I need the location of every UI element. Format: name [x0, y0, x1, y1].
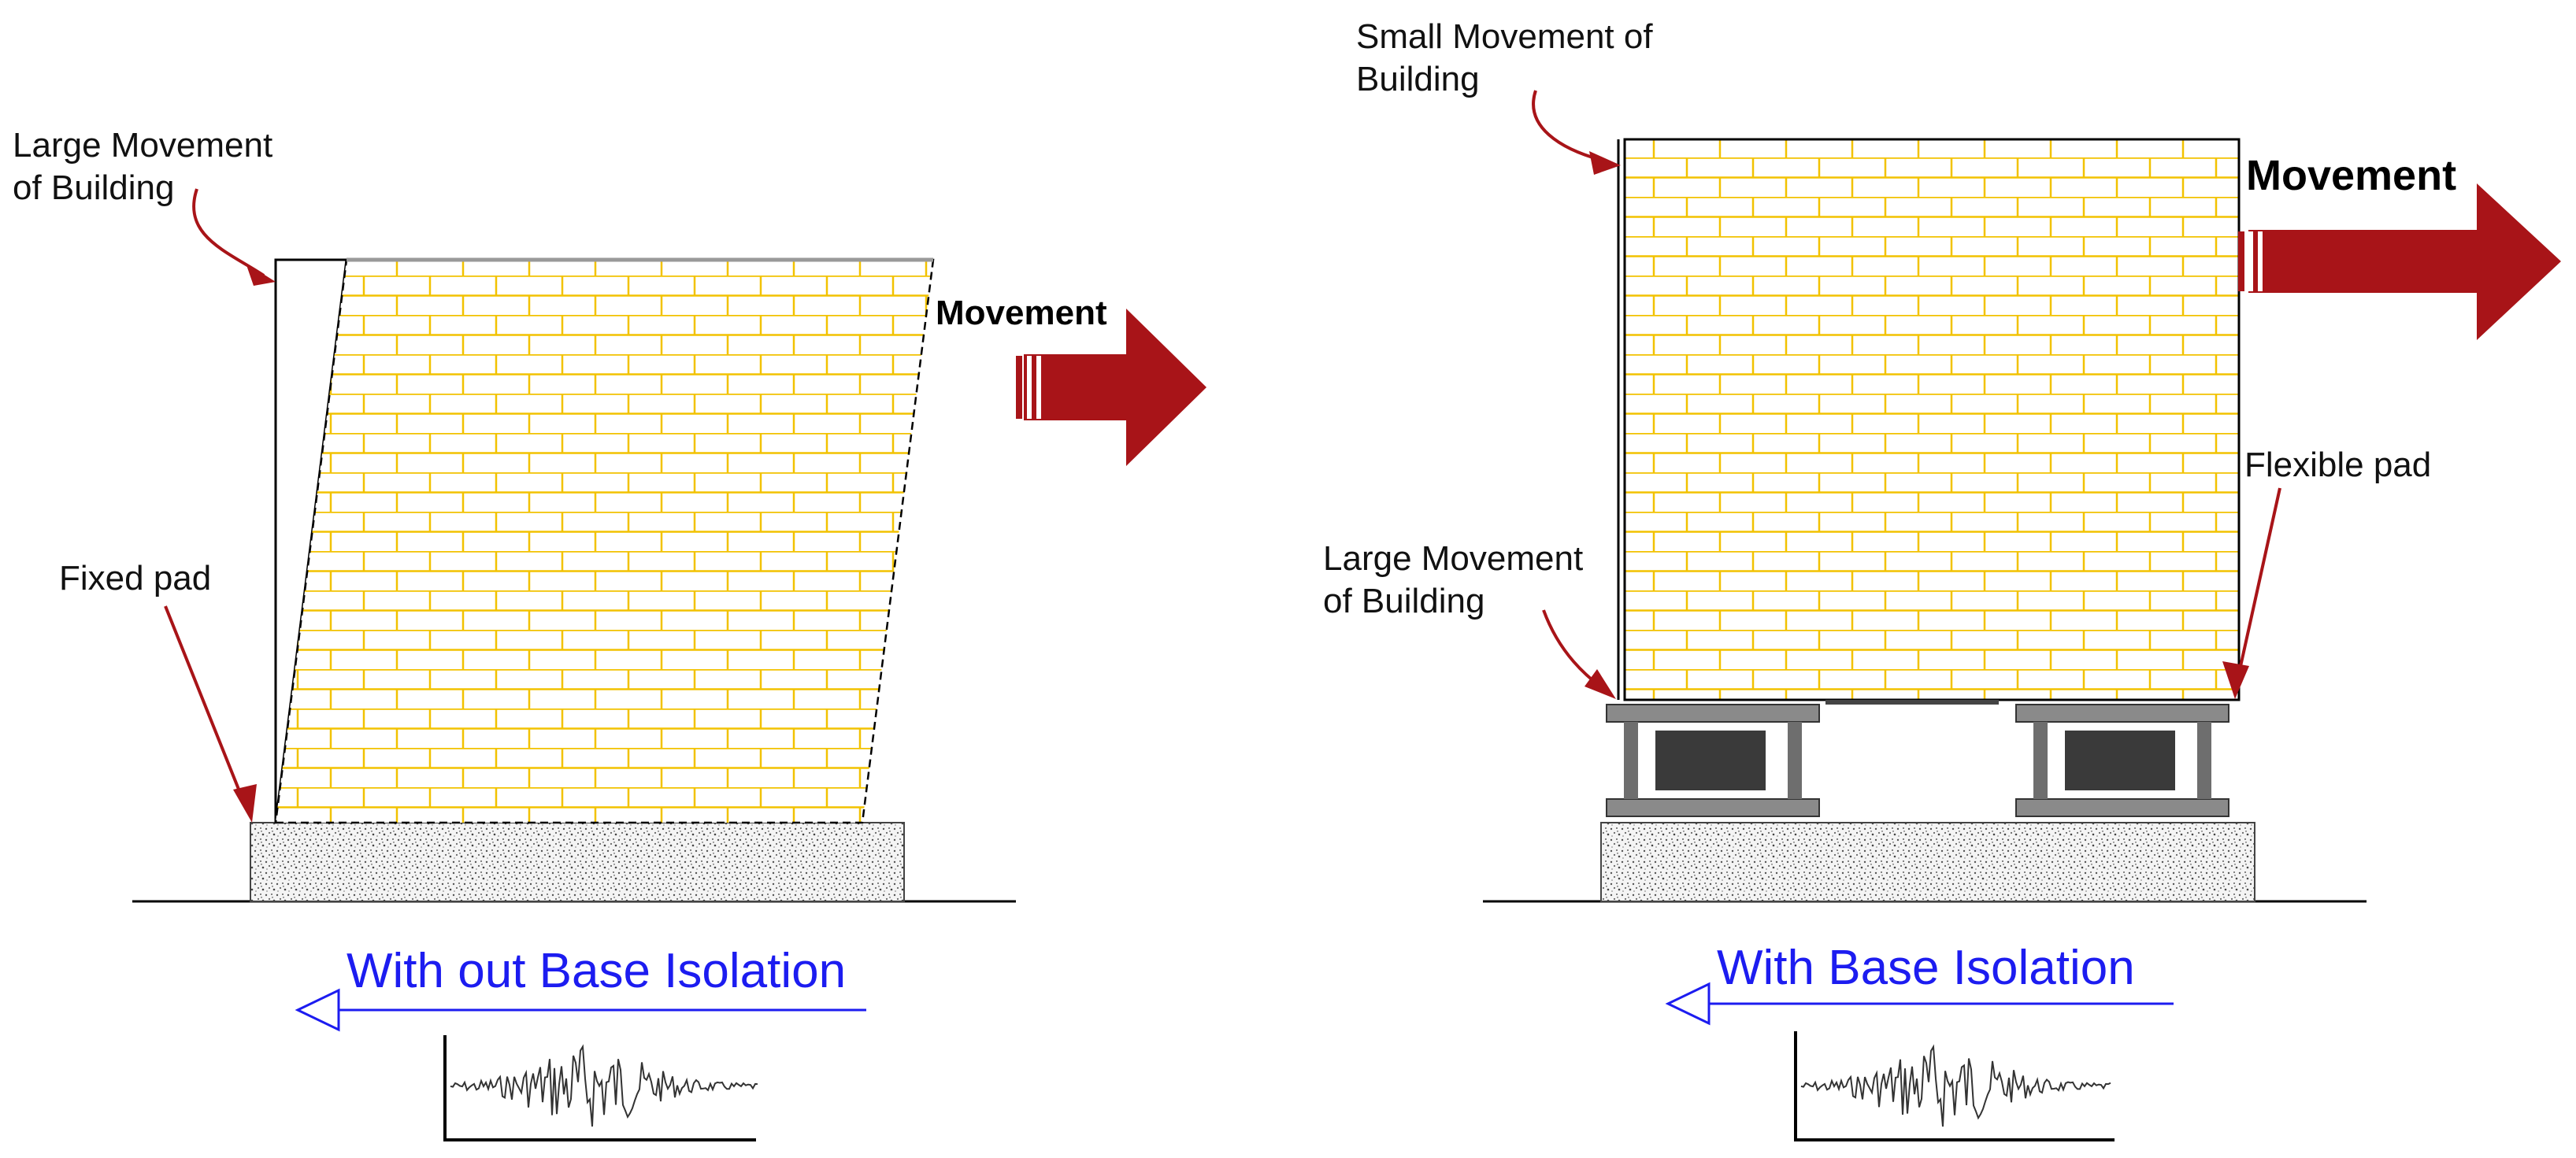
pointer-arrowhead-side — [1585, 669, 1616, 699]
pointer-arrowhead-pad — [2222, 661, 2249, 699]
movement-arrow — [2238, 183, 2561, 340]
caption-arrowhead — [295, 988, 340, 1032]
pointer-arrowhead-pad — [233, 784, 257, 823]
isolated-building — [1623, 138, 2241, 701]
small-movement-label: Small Movement of Building — [1356, 17, 1653, 98]
concrete-foundation — [250, 822, 905, 902]
left-caption: With out Base Isolation — [347, 944, 847, 998]
left-panel — [132, 188, 1206, 1141]
bearing-gap-beam — [1825, 700, 1999, 705]
concrete-foundation — [1600, 822, 2255, 902]
pointer-arrow-pad — [2237, 487, 2281, 678]
seismogram — [1794, 1031, 2115, 1141]
isolation-bearing-right — [2015, 704, 2229, 817]
seismogram — [443, 1035, 758, 1141]
deformed-building — [274, 258, 935, 824]
pointer-arrow-top — [1532, 90, 1607, 163]
pointer-arrow-pad — [164, 605, 247, 808]
right-panel — [1483, 90, 2561, 1141]
caption-arrowhead — [1665, 982, 1711, 1026]
pointer-arrowhead-top — [1589, 151, 1621, 175]
isolation-bearing-left — [1606, 704, 1820, 817]
left-large-movement-label: Large Movement of Building — [13, 126, 273, 207]
right-large-movement-label: Large Movement of Building — [1323, 539, 1584, 620]
left-movement-label: Movement — [936, 294, 1107, 332]
fixed-pad-label: Fixed pad — [59, 559, 212, 597]
right-movement-label: Movement — [2246, 152, 2457, 199]
right-caption: With Base Isolation — [1717, 941, 2135, 995]
movement-arrow — [1016, 309, 1206, 466]
flexible-pad-label: Flexible pad — [2244, 446, 2432, 484]
pointer-arrowhead-top — [246, 263, 276, 286]
